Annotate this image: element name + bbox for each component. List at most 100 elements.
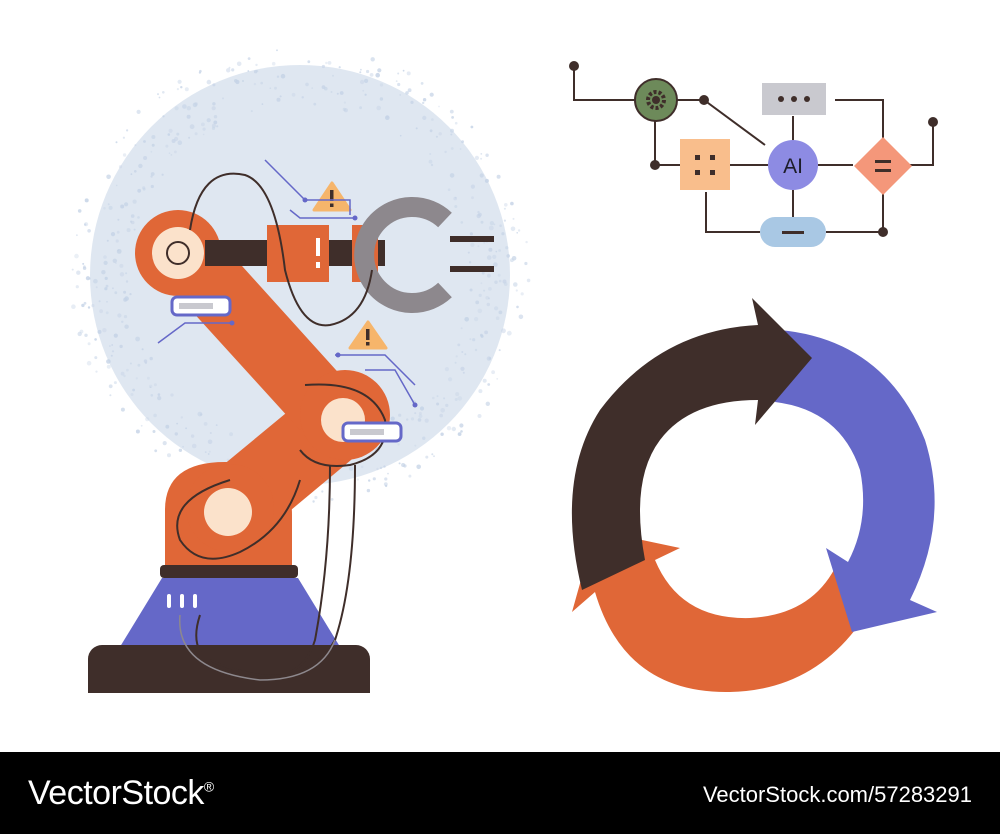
haze-speckle <box>157 396 162 401</box>
warning-icon <box>264 159 358 221</box>
haze-speckle <box>479 173 484 178</box>
haze-speckle <box>177 79 182 84</box>
haze-speckle <box>359 106 362 110</box>
haze-speckle <box>77 331 82 337</box>
haze-speckle <box>191 443 197 449</box>
haze-speckle <box>204 451 207 453</box>
haze-speckle <box>115 141 118 144</box>
haze-speckle <box>356 478 359 481</box>
haze-speckle <box>84 333 88 337</box>
haze-speckle <box>431 118 434 121</box>
haze-speckle <box>372 477 376 481</box>
watermark-footer: VectorStock® VectorStock.com/57283291 <box>0 752 1000 834</box>
haze-speckle <box>123 315 128 319</box>
flowchart-node-square <box>680 139 730 190</box>
haze-speckle <box>482 378 487 383</box>
haze-speckle <box>158 96 161 99</box>
haze-speckle <box>369 73 374 77</box>
haze-speckle <box>197 411 203 417</box>
haze-speckle <box>430 163 434 167</box>
haze-speckle <box>484 330 488 335</box>
haze-speckle <box>376 105 382 111</box>
haze-speckle <box>176 132 180 136</box>
haze-speckle <box>366 69 370 74</box>
haze-speckle <box>174 432 178 436</box>
haze-speckle <box>152 430 156 433</box>
haze-speckle <box>425 455 429 459</box>
haze-speckle <box>513 282 518 287</box>
haze-speckle <box>443 397 446 400</box>
haze-speckle <box>151 135 156 139</box>
haze-speckle <box>454 398 458 401</box>
haze-speckle <box>478 212 482 217</box>
haze-speckle <box>468 261 472 264</box>
haze-speckle <box>79 329 84 334</box>
haze-speckle <box>474 348 478 352</box>
haze-speckle <box>432 396 435 400</box>
haze-speckle <box>325 61 328 65</box>
haze-speckle <box>397 72 400 75</box>
haze-speckle <box>488 225 494 231</box>
haze-speckle <box>498 310 503 315</box>
haze-speckle <box>94 338 97 341</box>
haze-speckle <box>517 229 521 232</box>
haze-speckle <box>178 448 183 452</box>
robot-base-plinth-fill <box>88 660 370 693</box>
haze-speckle <box>461 351 464 353</box>
haze-speckle <box>75 285 79 289</box>
haze-speckle <box>401 463 406 467</box>
haze-speckle <box>457 396 463 401</box>
haze-speckle <box>174 106 179 111</box>
haze-speckle <box>429 92 434 97</box>
haze-speckle <box>124 324 129 329</box>
haze-speckle <box>439 413 444 418</box>
ai-node-label: AI <box>783 155 803 178</box>
haze-speckle <box>111 350 115 353</box>
haze-speckle <box>140 424 143 427</box>
haze-speckle <box>137 216 140 219</box>
haze-speckle <box>376 467 379 471</box>
haze-speckle <box>253 82 257 86</box>
haze-speckle <box>429 153 432 155</box>
haze-speckle <box>483 241 486 244</box>
haze-speckle <box>174 150 177 154</box>
haze-speckle <box>145 417 150 422</box>
haze-speckle <box>472 338 476 342</box>
haze-speckle <box>440 432 444 436</box>
haze-speckle <box>106 174 111 180</box>
haze-speckle <box>314 495 318 500</box>
haze-speckle <box>470 184 475 189</box>
haze-speckle <box>459 148 462 150</box>
haze-speckle <box>488 297 490 300</box>
haze-speckle <box>506 330 512 336</box>
haze-speckle <box>117 313 122 318</box>
haze-speckle <box>274 86 277 90</box>
haze-speckle <box>497 273 501 277</box>
haze-speckle <box>455 355 458 358</box>
haze-speckle <box>149 384 153 388</box>
haze-speckle <box>436 402 440 406</box>
haze-speckle <box>457 343 461 347</box>
haze-speckle <box>464 317 470 322</box>
haze-speckle <box>494 280 498 284</box>
haze-speckle <box>510 226 516 232</box>
haze-speckle <box>184 87 189 92</box>
status-indicator-right <box>341 421 403 443</box>
base-vents-icon <box>167 594 197 608</box>
haze-speckle <box>167 133 171 136</box>
flowchart-node-diamond <box>854 137 912 195</box>
haze-speckle <box>379 466 383 470</box>
haze-speckle <box>477 245 480 248</box>
haze-speckle <box>402 69 405 72</box>
haze-speckle <box>119 263 124 268</box>
haze-speckle <box>206 79 212 85</box>
haze-speckle <box>450 147 454 150</box>
haze-speckle <box>95 370 98 373</box>
brand-logo: VectorStock® <box>28 774 214 813</box>
haze-speckle <box>123 374 126 378</box>
haze-speckle <box>167 453 171 458</box>
haze-speckle <box>132 388 136 392</box>
haze-speckle <box>216 125 219 128</box>
haze-speckle <box>116 230 120 234</box>
haze-speckle <box>450 133 453 136</box>
